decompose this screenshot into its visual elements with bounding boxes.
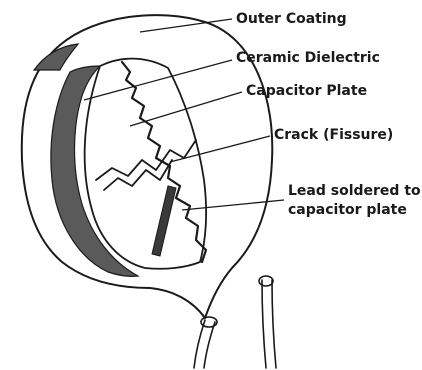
label-capacitor-plate: Capacitor Plate xyxy=(246,83,367,99)
lead-solder-bar xyxy=(152,186,176,256)
leader-ceramic-dielectric xyxy=(84,60,232,100)
lead-wires xyxy=(194,276,276,368)
leader-lead xyxy=(182,200,284,210)
leader-capacitor-plate xyxy=(130,92,242,126)
lead-wire-left xyxy=(194,320,205,368)
label-crack-fissure: Crack (Fissure) xyxy=(274,127,393,143)
crack-fissure-line xyxy=(96,140,196,180)
label-outer-coating: Outer Coating xyxy=(236,11,347,27)
label-lead-line1: Lead soldered to xyxy=(288,183,421,199)
lead-wire-right-inner xyxy=(272,280,276,368)
ceramic-dielectric-outline xyxy=(85,59,206,269)
lead-wire-left-inner xyxy=(204,322,215,368)
label-lead-line2: capacitor plate xyxy=(288,202,407,218)
lead-wire-right xyxy=(262,280,266,368)
lead-sleeve-right xyxy=(259,276,273,286)
leader-outer-coating xyxy=(140,19,232,32)
label-ceramic-dielectric: Ceramic Dielectric xyxy=(236,50,380,66)
leader-crack xyxy=(170,136,270,162)
callout-labels: Outer Coating Ceramic Dielectric Capacit… xyxy=(236,11,421,218)
